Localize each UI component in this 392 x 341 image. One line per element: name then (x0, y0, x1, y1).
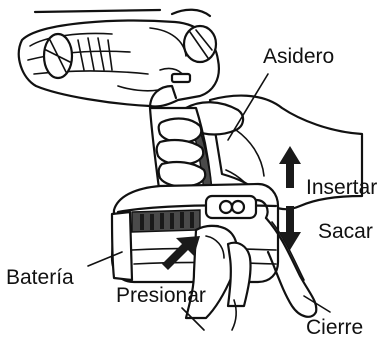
label-remove: Sacar (318, 220, 373, 243)
drill-body (19, 10, 219, 107)
label-battery: Batería (6, 266, 74, 289)
label-lock: Cierre (306, 316, 363, 339)
label-insert: Insertar (306, 176, 377, 199)
label-handle: Asidero (263, 45, 334, 68)
arrow-down-icon (279, 206, 301, 250)
label-press: Presionar (116, 284, 206, 307)
